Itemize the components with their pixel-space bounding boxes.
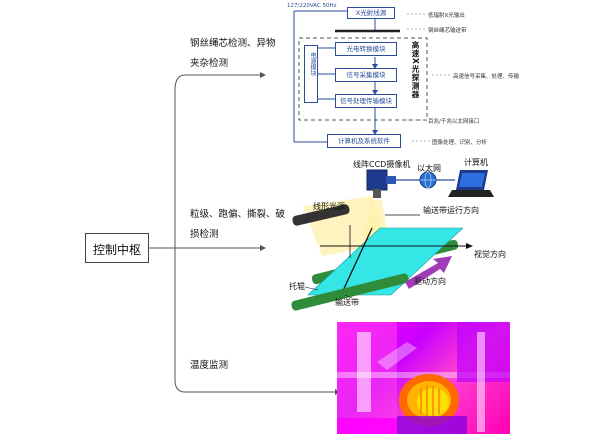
conveyor-belt (307, 227, 464, 296)
roller-label: 托辊 (289, 282, 305, 291)
note-image-processing: 图像处理、识别、分析 (432, 140, 488, 146)
computer-label: 计算机 (464, 158, 488, 167)
power-label: 127/220VAC 50Hz (287, 3, 337, 9)
control-center-box: 控制中枢 (85, 233, 149, 263)
note-high-speed-signal: 高速信号采集、处理、传输 (453, 74, 520, 80)
laptop-base-icon (448, 190, 494, 197)
light-source-label: 线形光源 (313, 202, 345, 211)
detector-title: 高速X光探测器 (411, 41, 420, 99)
note-low-radiation: 低辐射X光输出 (428, 13, 465, 19)
line-light-source (292, 204, 350, 226)
ethernet-label: 以太网 (417, 164, 441, 173)
branch-1-label-line2: 夹杂检测 (190, 58, 229, 69)
view-direction-label: 视觉方向 (474, 250, 506, 259)
belt-direction-label: 输送带运行方向 (423, 206, 479, 215)
photoelectric-block: 光电转换模块 (335, 42, 397, 56)
front-roller (291, 273, 409, 311)
power-module-block: 电源模块 (304, 45, 318, 103)
ccd-camera-icon (366, 169, 388, 191)
branch-1-label-line1: 钢丝绳芯检测、异物 (190, 38, 276, 49)
note-steel-cord-belt: 钢丝绳芯输送带 (428, 28, 467, 34)
ccd-camera-label: 线阵CCD摄像机 (353, 160, 411, 169)
signal-processing-block: 信号处理传输模块 (335, 94, 397, 108)
branch-2-label-line2: 损检测 (190, 229, 219, 240)
branch-2-label-line1: 粒级、跑偏、撕裂、破 (190, 209, 286, 220)
signal-acquisition-block: 信号采集模块 (335, 68, 397, 82)
belt-label: 输送带 (335, 298, 359, 307)
xray-source-block: X光射线源 (347, 7, 395, 19)
camera-lens-icon (386, 176, 396, 184)
drive-direction-label: 驱动方向 (414, 277, 446, 286)
power-module-label: 电源模块 (309, 52, 316, 76)
drive-direction-arrow (405, 256, 452, 289)
note-ethernet-interface: 百兆/千兆以太网接口 (428, 119, 480, 125)
thermal-scene (337, 322, 510, 434)
branch-3-label: 温度监测 (190, 360, 229, 371)
thermal-image (337, 322, 510, 434)
control-center-label: 控制中枢 (92, 243, 141, 257)
computer-software-block: 计算机及系统软件 (327, 134, 401, 148)
